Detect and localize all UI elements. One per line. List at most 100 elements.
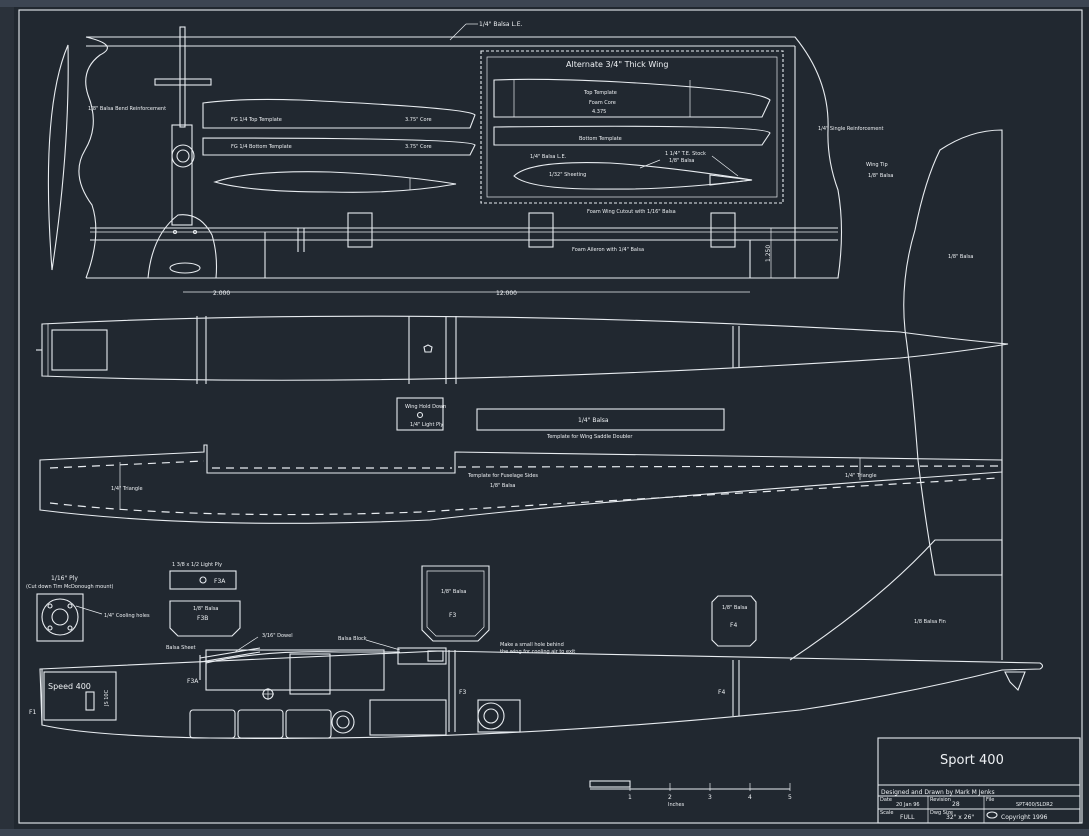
f4-label: F4 bbox=[730, 622, 737, 629]
logo-icon bbox=[986, 811, 998, 819]
alt-wing-title: Alternate 3/4" Thick Wing bbox=[566, 60, 668, 69]
dim-right: 12.000 bbox=[496, 290, 517, 297]
ply-title: 1/16" Ply bbox=[51, 575, 78, 582]
scale-label: Scale bbox=[880, 810, 893, 816]
saddle-caption: Template for Wing Saddle Doubler bbox=[546, 434, 633, 440]
sheet-label: Balsa Sheet bbox=[166, 645, 196, 651]
alt-te-label: 1 1/4" T.E. Stock bbox=[665, 151, 706, 157]
aileron-label: Foam Aileron with 1/4" Balsa bbox=[572, 247, 644, 253]
fuselage-top-view bbox=[36, 315, 1009, 384]
scale-unit: Inches bbox=[668, 802, 685, 808]
scale-value: FULL bbox=[900, 814, 915, 821]
triangle-right-label: 1/4" Triangle bbox=[845, 473, 877, 479]
f3a-title: 1 3/8 x 1/2 Light Ply bbox=[172, 562, 222, 568]
single-reinforcement-label: 1/4" Single Reinforcement bbox=[818, 126, 883, 132]
wing-root-outline bbox=[78, 36, 108, 279]
plan-drawing: 1/4" Balsa L.E. 1/8" Balsa Bend Reinforc… bbox=[18, 9, 1083, 824]
f3-title: 1/8" Balsa bbox=[441, 589, 467, 595]
bottom-template-label: FG 1/4 Bottom Template bbox=[231, 144, 292, 150]
motor-label: Speed 400 bbox=[48, 682, 91, 691]
f4-title: 1/8" Balsa bbox=[722, 605, 748, 611]
wing-tip-sub: 1/8" Balsa bbox=[868, 173, 894, 179]
side-template-outline bbox=[39, 444, 1003, 524]
bottom-template bbox=[202, 137, 476, 156]
saddle-label: 1/4" Balsa bbox=[578, 417, 609, 424]
date-label: Date bbox=[880, 797, 892, 803]
fuselage-side-template: 1/4" Triangle 1/4" Triangle Template for… bbox=[39, 444, 1003, 524]
copyright-text: Copyright 1996 bbox=[1001, 814, 1048, 821]
scale-bar: 1 2 3 4 5 Inches bbox=[589, 780, 792, 808]
alternate-wing-panel: Alternate 3/4" Thick Wing Top Template F… bbox=[480, 50, 784, 204]
fuselage-top-outline bbox=[41, 315, 1009, 381]
block-label: Balsa Block bbox=[338, 636, 367, 642]
alt-top-template: Top Template bbox=[583, 90, 617, 96]
file-label: File bbox=[986, 797, 994, 803]
dowel-label: 3/16" Dowel bbox=[262, 633, 293, 639]
hole-note-2: the wing for cooling air to exit bbox=[500, 649, 575, 655]
wing-tip-label: Wing Tip bbox=[866, 162, 888, 168]
bottom-core-label: 3.75" Core bbox=[405, 144, 432, 150]
wing-saddle-shape bbox=[147, 214, 218, 279]
size-label: Dwg Size bbox=[930, 810, 953, 816]
f3b-label: F3B bbox=[197, 615, 208, 622]
fin-label: 1/8" Balsa bbox=[948, 254, 974, 260]
fuselage-side-view: Speed 400 JS 10C F1 F3A F3 F4 3/16" Dowe… bbox=[29, 633, 1044, 739]
hold-down-label: Wing Hold Down bbox=[405, 404, 446, 410]
fin-bottom-label: 1/8 Balsa Fin bbox=[914, 619, 946, 625]
title-text: Sport 400 bbox=[940, 753, 1004, 768]
dim-height: 1.250 bbox=[765, 245, 772, 262]
motor-code: JS 10C bbox=[104, 689, 110, 707]
alt-foam-core: Foam Core bbox=[589, 100, 616, 106]
wing-plan: 1/4" Balsa L.E. 1/8" Balsa Bend Reinforc… bbox=[47, 21, 894, 297]
hole-note: Make a small hole behind bbox=[500, 642, 564, 648]
wing-hold-down: Wing Hold Down 1/4" Light Ply bbox=[396, 397, 446, 431]
scale-tick-1: 1 bbox=[628, 794, 632, 801]
designer-text: Designed and Drawn by Mark M Jenks bbox=[881, 789, 995, 796]
f1-marker: F1 bbox=[29, 709, 36, 716]
tail-fin: 1/8" Balsa 1/8 Balsa Fin bbox=[789, 129, 1003, 661]
rev-value: 28 bbox=[952, 801, 960, 808]
top-core-label: 3.75" Core bbox=[405, 117, 432, 123]
title-block: Sport 400 Designed and Drawn by Mark M J… bbox=[877, 737, 1081, 824]
fuselage-side-outline bbox=[39, 650, 1044, 739]
f4-former bbox=[711, 595, 757, 647]
top-template-label: FG 1/4 Top Template bbox=[231, 117, 282, 123]
wing-airfoil bbox=[213, 171, 457, 193]
f4-side-marker: F4 bbox=[718, 689, 725, 696]
f3a-label: F3A bbox=[214, 578, 226, 585]
alt-foam-dim: 4.375 bbox=[592, 109, 606, 115]
cad-status-bar bbox=[0, 829, 1089, 836]
alt-bottom-template: Bottom Template bbox=[579, 136, 622, 142]
wing-outline bbox=[86, 36, 843, 279]
f3-former bbox=[421, 565, 490, 642]
drawing-sheet[interactable]: 1/4" Balsa L.E. 1/8" Balsa Bend Reinforc… bbox=[14, 7, 1089, 829]
f3b-title: 1/8" Balsa bbox=[193, 606, 219, 612]
alt-le-label: 1/4" Balsa L.E. bbox=[530, 154, 567, 160]
cad-left-toolbar bbox=[0, 7, 14, 829]
top-template bbox=[202, 98, 476, 129]
date-value: 20 Jan 96 bbox=[896, 802, 920, 808]
f3a-side-marker: F3A bbox=[187, 678, 199, 685]
wing-cutout-label: Foam Wing Cutout with 1/16" Balsa bbox=[587, 209, 676, 215]
triangle-left-label: 1/4" Triangle bbox=[111, 486, 143, 492]
drawing-border bbox=[18, 9, 1083, 824]
wing-saddle-template: 1/4" Balsa Template for Wing Saddle Doub… bbox=[476, 408, 725, 440]
scale-tick-2: 2 bbox=[668, 794, 672, 801]
wing-tip-panel bbox=[47, 44, 69, 271]
hold-down-sub: 1/4" Light Ply bbox=[410, 422, 443, 428]
alt-te-sub: 1/8" Balsa bbox=[669, 158, 695, 164]
side-template-sub: 1/8" Balsa bbox=[490, 483, 516, 489]
ply-sub: (Cut down Tim McDonough mount) bbox=[26, 584, 114, 590]
alt-sheeting-label: 1/32" Sheeting bbox=[549, 172, 586, 178]
scale-tick-5: 5 bbox=[788, 794, 792, 801]
f3-label: F3 bbox=[449, 612, 456, 619]
side-template-label: Template for Fuselage Sides bbox=[467, 473, 538, 479]
motor-mount-circle bbox=[171, 144, 195, 168]
rev-label: Revision bbox=[930, 797, 951, 803]
wing-le-label: 1/4" Balsa L.E. bbox=[479, 21, 523, 28]
formers: 1/16" Ply (Cut down Tim McDonough mount)… bbox=[26, 562, 757, 647]
bend-reinforcement-label: 1/8" Balsa Bend Reinforcement bbox=[88, 106, 166, 112]
file-value: SPT400/SLDR2 bbox=[1016, 802, 1053, 808]
size-value: 32" x 26" bbox=[946, 814, 974, 821]
scale-tick-4: 4 bbox=[748, 794, 752, 801]
